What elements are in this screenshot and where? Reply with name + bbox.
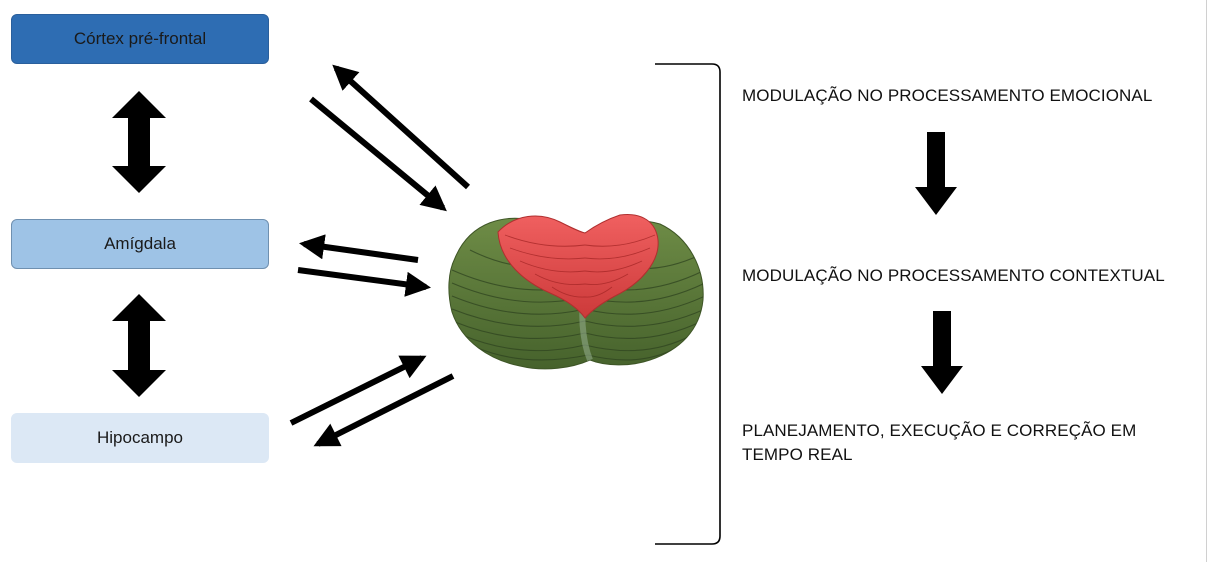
down-arrow-2 <box>921 311 963 394</box>
arrow-cerebellum-to-hippocampus <box>318 376 453 444</box>
motor-planning-line-2: TEMPO REAL <box>742 443 1182 467</box>
down-arrow-1 <box>915 132 957 215</box>
arrow-hippocampus-to-cerebellum <box>291 358 422 423</box>
arrow-cerebellum-to-amygdala <box>304 244 418 260</box>
right-edge-divider <box>1206 0 1207 562</box>
arrow-cerebellum-to-pfc <box>336 68 468 187</box>
connection-arrows <box>291 68 468 444</box>
arrow-pfc-to-cerebellum <box>311 99 443 208</box>
contextual-modulation-text: MODULAÇÃO NO PROCESSAMENTO CONTEXTUAL <box>742 266 1165 286</box>
emotional-modulation-text: MODULAÇÃO NO PROCESSAMENTO EMOCIONAL <box>742 86 1152 106</box>
motor-planning-text: PLANEJAMENTO, EXECUÇÃO E CORREÇÃO EM TEM… <box>742 419 1182 467</box>
pfc-amygdala-double-arrow <box>112 91 166 193</box>
arrow-amygdala-to-cerebellum <box>298 270 426 287</box>
cerebellum-illustration <box>449 214 705 368</box>
amygdala-hippocampus-double-arrow <box>112 294 166 397</box>
motor-planning-line-1: PLANEJAMENTO, EXECUÇÃO E CORREÇÃO EM <box>742 419 1182 443</box>
